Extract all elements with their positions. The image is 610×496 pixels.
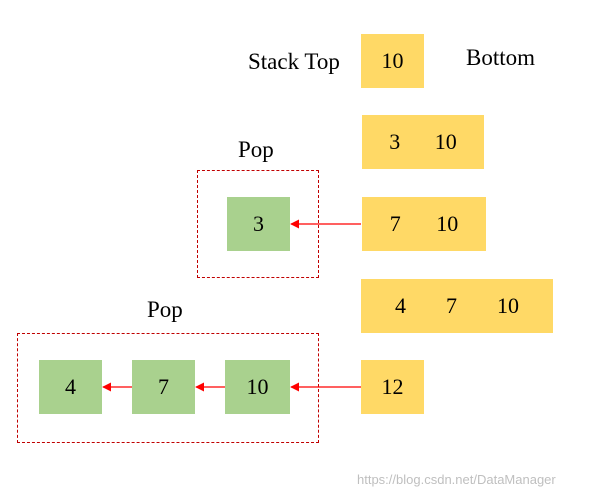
watermark: https://blog.csdn.net/DataManager xyxy=(357,472,556,487)
pop-label-1: Pop xyxy=(238,137,274,162)
stack-row-4-value-1: 4 xyxy=(395,293,406,318)
stack-row-3: 7 10 xyxy=(362,197,486,251)
stack-row-2-value-1: 3 xyxy=(389,129,401,154)
stack-row-3-value-1: 7 xyxy=(389,211,401,236)
popped-2-item-3: 10 xyxy=(225,360,290,414)
stack-row-4-value-3: 10 xyxy=(497,293,519,318)
pop-label-2: Pop xyxy=(147,297,183,322)
stack-row-2: 3 10 xyxy=(362,115,484,169)
bottom-label: Bottom xyxy=(466,45,536,70)
stack-row-1-value-1: 10 xyxy=(381,48,404,73)
stack-row-1: 10 xyxy=(361,34,424,88)
popped-2-item-2: 7 xyxy=(132,360,195,414)
stack-row-3-value-2: 10 xyxy=(436,211,459,236)
stack-row-4-value-2: 7 xyxy=(446,293,457,318)
stack-row-5-value-1: 12 xyxy=(381,374,404,399)
stack-row-2-value-2: 10 xyxy=(434,129,457,154)
stack-top-label: Stack Top xyxy=(248,49,340,74)
stack-row-4: 4 7 10 xyxy=(361,279,553,333)
popped-1-item-1: 3 xyxy=(227,197,290,251)
stack-row-5: 12 xyxy=(361,360,424,414)
popped-2-item-1: 4 xyxy=(39,360,102,414)
pop-container-2 xyxy=(17,333,319,443)
